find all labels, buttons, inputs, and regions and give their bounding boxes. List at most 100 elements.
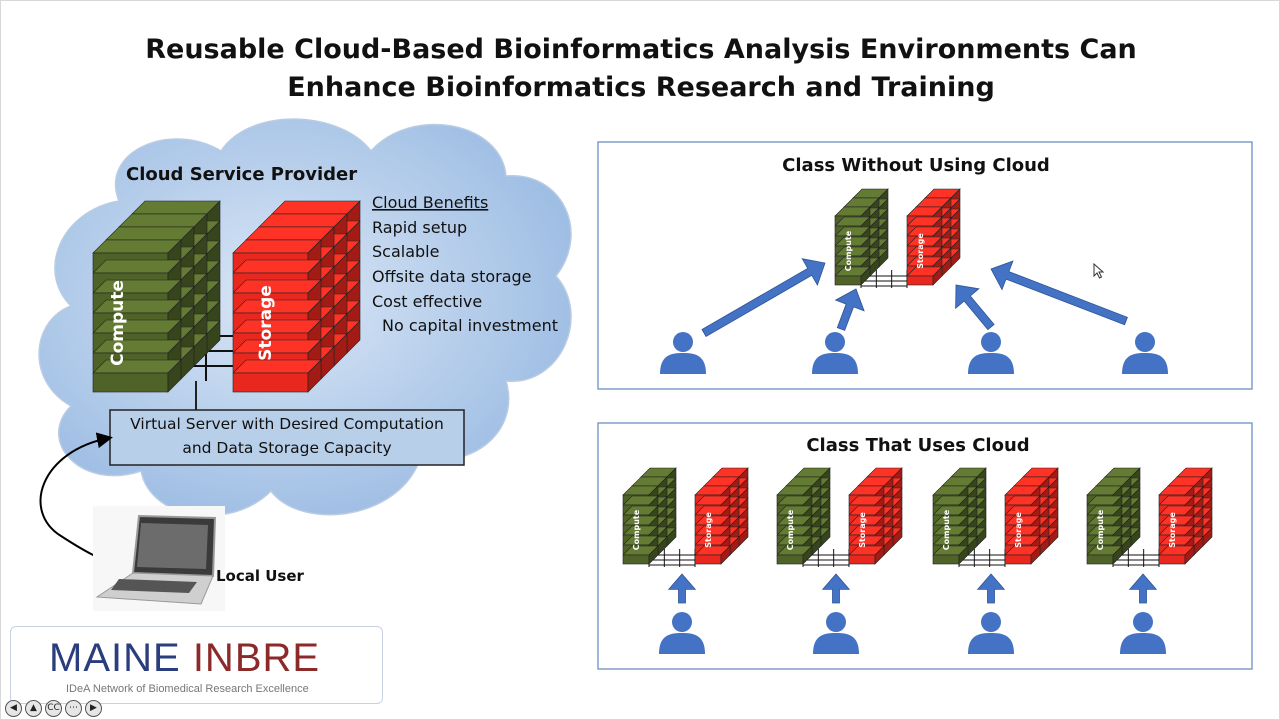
- user-body: [1120, 633, 1166, 654]
- user-arrow: [955, 284, 995, 331]
- brick-top: [92, 239, 182, 254]
- benefit-item: Offsite data storage: [372, 267, 532, 286]
- user-head: [981, 612, 1001, 632]
- storage-label: Storage: [858, 512, 867, 548]
- panel-with-server-pair: Compute Storage: [776, 467, 903, 567]
- brick-front: [92, 372, 169, 393]
- brick-front: [848, 554, 876, 565]
- user-icon: [1120, 612, 1166, 654]
- cloud-server-stacks: Compute Storage: [92, 200, 361, 393]
- storage-label: Storage: [1168, 512, 1177, 548]
- cloud-provider-label: Cloud Service Provider: [126, 164, 357, 185]
- compute-stack: [776, 467, 831, 565]
- user-arrow: [990, 260, 1128, 326]
- panel-with-users: [659, 612, 1166, 654]
- brick-top: [232, 319, 322, 334]
- brick-side: [1112, 545, 1123, 565]
- user-head: [825, 332, 845, 352]
- compute-stack: [92, 200, 221, 393]
- logo-wordmark: MAINE INBRE: [49, 635, 320, 681]
- captions-icon[interactable]: CC: [45, 700, 62, 717]
- logo-tagline: IDeA Network of Biomedical Research Exce…: [66, 683, 309, 695]
- benefit-item: Rapid setup: [372, 218, 467, 237]
- user-arrow: [701, 258, 826, 338]
- user-icon: [660, 332, 706, 374]
- brick-side: [958, 545, 969, 565]
- user-arrow: [1128, 573, 1158, 604]
- panel-without-users: [660, 332, 1168, 374]
- user-icon: [659, 612, 705, 654]
- virtual-server-line-1: Virtual Server with Desired Computation: [130, 415, 444, 433]
- brick-front: [694, 554, 722, 565]
- brick-top: [232, 239, 322, 254]
- virtual-server-box: [109, 409, 465, 466]
- brick-side: [1184, 545, 1195, 565]
- brick-top: [92, 339, 182, 354]
- brick-side: [648, 545, 659, 565]
- user-body: [812, 353, 858, 374]
- compute-label: Compute: [786, 509, 795, 550]
- user-body: [968, 353, 1014, 374]
- compute-stack: [834, 188, 889, 286]
- brick-side: [307, 359, 322, 393]
- brick-top: [232, 259, 322, 274]
- brick-top: [92, 299, 182, 314]
- user-icon: [812, 332, 858, 374]
- user-body: [813, 633, 859, 654]
- compute-stack: [1086, 467, 1141, 565]
- brick-top: [131, 200, 221, 215]
- brick-side: [1030, 545, 1041, 565]
- user-arrow: [834, 288, 865, 331]
- logo-word-maine: MAINE: [49, 636, 181, 680]
- user-head: [673, 332, 693, 352]
- compute-label: Compute: [844, 230, 853, 271]
- compute-label: Compute: [632, 509, 641, 550]
- brick-top: [232, 359, 322, 374]
- next-icon[interactable]: ▶: [85, 700, 102, 717]
- title-line-2: Enhance Bioinformatics Research and Trai…: [287, 72, 995, 103]
- prev-icon[interactable]: ◀: [5, 700, 22, 717]
- panel-with-title: Class That Uses Cloud: [806, 435, 1029, 456]
- user-head: [1135, 332, 1155, 352]
- benefit-item: Cost effective: [372, 292, 482, 311]
- more-icon[interactable]: ⋯: [65, 700, 82, 717]
- brick-front: [1158, 554, 1186, 565]
- settings-icon[interactable]: ▲: [25, 700, 42, 717]
- virtual-server-line-2: and Data Storage Capacity: [182, 439, 391, 457]
- panel-with-arrows: [667, 573, 1158, 604]
- user-body: [660, 353, 706, 374]
- storage-label: Storage: [256, 285, 276, 361]
- brick-top: [271, 200, 361, 215]
- storage-stack: [1004, 467, 1059, 565]
- storage-stack: [906, 188, 961, 286]
- storage-label: Storage: [1014, 512, 1023, 548]
- user-icon: [968, 612, 1014, 654]
- brick-top: [92, 259, 182, 274]
- brick-top: [232, 339, 322, 354]
- brick-front: [834, 275, 862, 286]
- brick-front: [932, 554, 960, 565]
- brick-top: [232, 299, 322, 314]
- user-arrow: [667, 573, 697, 604]
- user-head: [1133, 612, 1153, 632]
- brick-front: [1086, 554, 1114, 565]
- panel-with-servers: Compute Storage Compute Storage Compute Stora…: [622, 467, 1213, 567]
- compute-label: Compute: [1096, 509, 1105, 550]
- storage-stack: [232, 200, 361, 393]
- user-icon: [1122, 332, 1168, 374]
- brick-top: [92, 279, 182, 294]
- laptop-icon: [93, 506, 225, 611]
- compute-label: Compute: [108, 280, 128, 366]
- brick-side: [874, 545, 885, 565]
- brick-side: [932, 266, 943, 286]
- brick-front: [232, 372, 309, 393]
- player-controls: ◀ ▲ CC ⋯ ▶: [5, 700, 102, 717]
- sub-benefit: No capital investment: [382, 316, 558, 335]
- brick-front: [622, 554, 650, 565]
- local-user-label: Local User: [216, 567, 305, 585]
- brick-side: [720, 545, 731, 565]
- mouse-cursor-icon: [1093, 263, 1105, 279]
- brick-side: [802, 545, 813, 565]
